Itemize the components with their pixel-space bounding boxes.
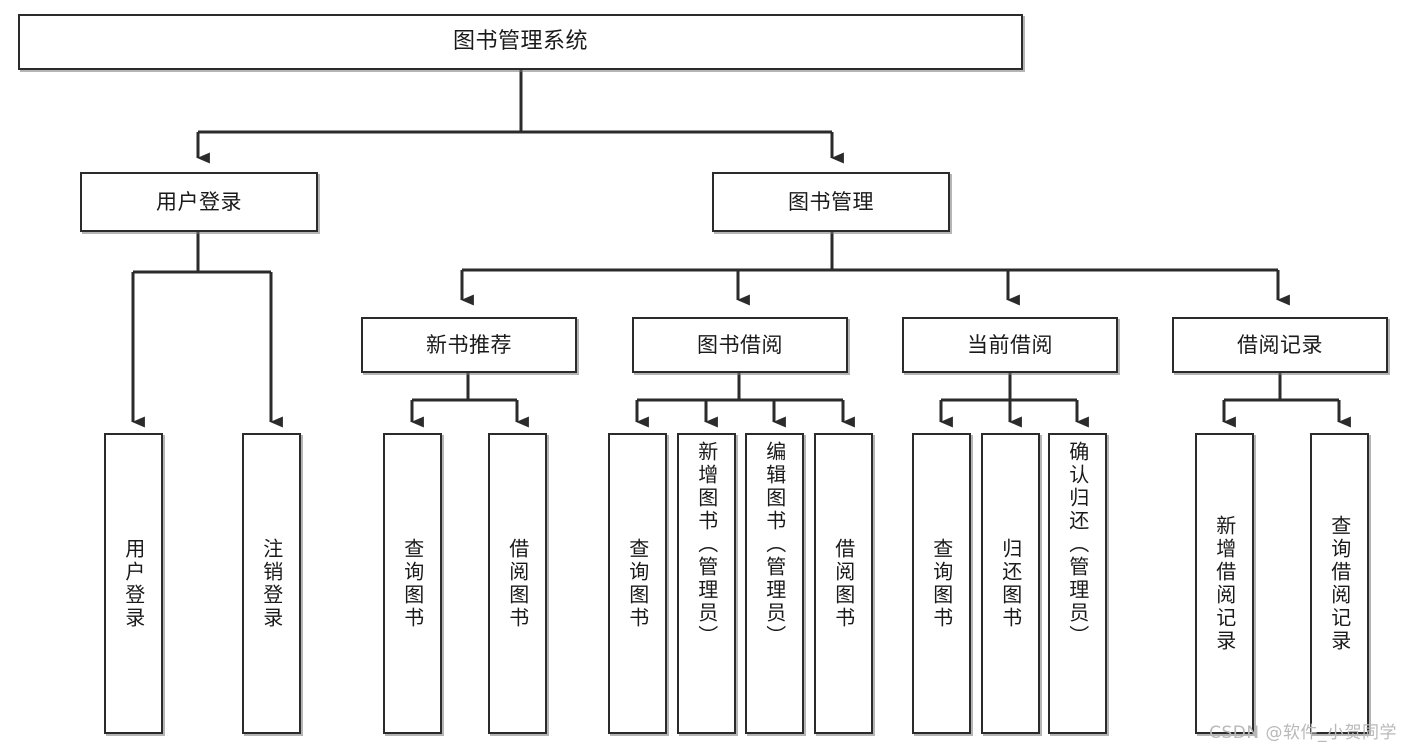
node-user-login-label: 用户登录 xyxy=(156,189,242,214)
node-book-manage-label: 图书管理 xyxy=(788,189,874,214)
leaf-current-confirm-return[interactable]: 确认归还（管理员） xyxy=(1048,433,1107,734)
leaf-user-login[interactable]: 用户登录 xyxy=(104,433,163,734)
leaf-borrow-edit-book-label: 编辑图书（管理员） xyxy=(762,441,787,648)
leaf-borrow-borrow-book-label: 借阅图书 xyxy=(831,537,856,630)
leaf-current-confirm-return-label: 确认归还（管理员） xyxy=(1065,441,1090,648)
leaf-recommend-borrow-book-label: 借阅图书 xyxy=(505,537,530,630)
leaf-record-query-record[interactable]: 查询借阅记录 xyxy=(1310,433,1369,734)
node-root-label: 图书管理系统 xyxy=(452,29,588,55)
watermark: CSDN @软件_小贺同学 xyxy=(1209,723,1397,743)
leaf-user-login-label: 用户登录 xyxy=(121,537,146,630)
node-new-book-recommend-label: 新书推荐 xyxy=(426,332,512,357)
node-book-borrow-label: 图书借阅 xyxy=(697,332,783,357)
leaf-current-return-book[interactable]: 归还图书 xyxy=(981,433,1040,734)
node-borrow-record[interactable]: 借阅记录 xyxy=(1172,317,1388,373)
node-user-login[interactable]: 用户登录 xyxy=(80,172,318,232)
leaf-current-query-book-label: 查询图书 xyxy=(929,537,954,630)
leaf-borrow-edit-book[interactable]: 编辑图书（管理员） xyxy=(745,433,804,734)
node-book-borrow[interactable]: 图书借阅 xyxy=(632,317,848,373)
leaf-borrow-borrow-book[interactable]: 借阅图书 xyxy=(814,433,873,734)
node-root[interactable]: 图书管理系统 xyxy=(18,14,1023,70)
node-book-manage[interactable]: 图书管理 xyxy=(712,172,950,232)
leaf-user-logout[interactable]: 注销登录 xyxy=(242,433,301,734)
leaf-recommend-query-book-label: 查询图书 xyxy=(400,537,425,630)
leaf-recommend-query-book[interactable]: 查询图书 xyxy=(383,433,442,734)
leaf-borrow-add-book-label: 新增图书（管理员） xyxy=(694,441,719,648)
leaf-user-logout-label: 注销登录 xyxy=(259,537,284,630)
leaf-borrow-add-book[interactable]: 新增图书（管理员） xyxy=(677,433,736,734)
leaf-current-query-book[interactable]: 查询图书 xyxy=(912,433,971,734)
leaf-record-query-record-label: 查询借阅记录 xyxy=(1327,514,1352,653)
leaf-record-add-record[interactable]: 新增借阅记录 xyxy=(1195,433,1254,734)
leaf-recommend-borrow-book[interactable]: 借阅图书 xyxy=(488,433,547,734)
node-borrow-record-label: 借阅记录 xyxy=(1237,332,1323,357)
leaf-current-return-book-label: 归还图书 xyxy=(998,537,1023,630)
leaf-borrow-query-book[interactable]: 查询图书 xyxy=(608,433,667,734)
node-current-borrow[interactable]: 当前借阅 xyxy=(902,317,1118,373)
node-current-borrow-label: 当前借阅 xyxy=(967,332,1053,357)
leaf-borrow-query-book-label: 查询图书 xyxy=(625,537,650,630)
node-new-book-recommend[interactable]: 新书推荐 xyxy=(361,317,577,373)
leaf-record-add-record-label: 新增借阅记录 xyxy=(1212,514,1237,653)
